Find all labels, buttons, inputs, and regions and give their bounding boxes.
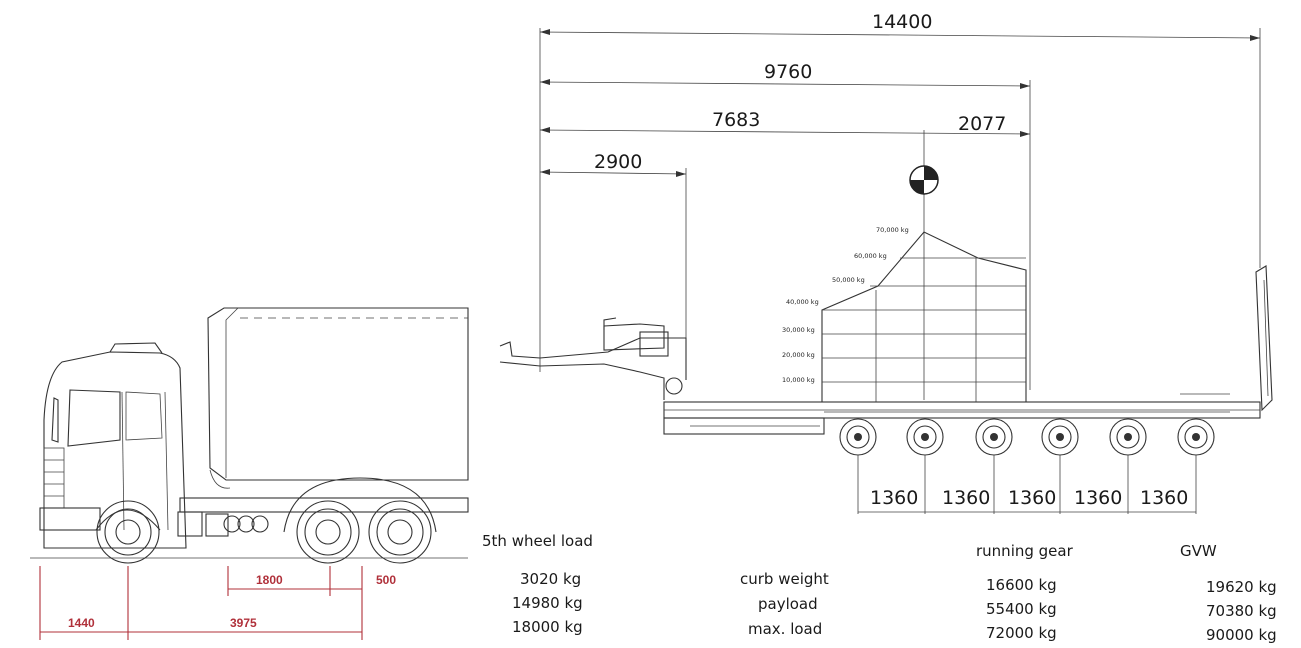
gvw-header: GVW [1180, 542, 1217, 560]
dim-to-center-of-gravity: 9760 [764, 61, 812, 83]
axle-spacing-label: 1360 [942, 487, 990, 509]
load-scale-labels: 70,000 kg 60,000 kg 50,000 kg 40,000 kg … [782, 226, 909, 384]
dim-kingpin: 2900 [594, 151, 642, 173]
gvw-value: 70380 kg [1206, 602, 1277, 620]
axle-wheel [1109, 418, 1147, 456]
running-gear-value: 72000 kg [986, 624, 1057, 642]
fifth-wheel-value: 14980 kg [512, 594, 583, 612]
load-scale-label: 70,000 kg [876, 226, 909, 234]
tractor-dimensions: 1800 500 1440 3975 [39, 566, 396, 640]
dim-1440: 1440 [68, 616, 95, 630]
dim-1800: 1800 [256, 573, 283, 587]
dim-500: 500 [376, 573, 396, 587]
row-label: max. load [748, 620, 822, 638]
row-label: payload [758, 595, 818, 613]
axle-spacing-label: 1360 [870, 487, 918, 509]
axle-spacing-label: 1360 [1074, 487, 1122, 509]
axle-spacing-dimension: 1360 1360 1360 1360 1360 [857, 455, 1197, 514]
dim-front-section: 7683 [712, 109, 760, 131]
fifth-wheel-value: 3020 kg [520, 570, 581, 588]
dim-3975: 3975 [230, 616, 257, 630]
load-scale-label: 60,000 kg [854, 252, 887, 260]
lowbed-trailer-drawing [499, 265, 1273, 456]
fifth-wheel-header: 5th wheel load [482, 532, 593, 550]
load-scale-label: 10,000 kg [782, 376, 815, 384]
axle-wheel [906, 418, 944, 456]
weight-table: 5th wheel load 3020 kg 14980 kg 18000 kg… [482, 532, 1277, 644]
running-gear-header: running gear [976, 542, 1074, 560]
axle-wheel [1177, 418, 1215, 456]
axle-spacing-label: 1360 [1140, 487, 1188, 509]
running-gear-value: 16600 kg [986, 576, 1057, 594]
running-gear-value: 55400 kg [986, 600, 1057, 618]
load-scale-label: 50,000 kg [832, 276, 865, 284]
axle-spacing-label: 1360 [1008, 487, 1056, 509]
axle-wheel [975, 418, 1013, 456]
fifth-wheel-value: 18000 kg [512, 618, 583, 636]
row-label: curb weight [740, 570, 829, 588]
dim-cog-to-rear: 2077 [958, 113, 1006, 135]
load-scale-label: 20,000 kg [782, 351, 815, 359]
center-of-gravity-icon [909, 165, 939, 195]
axle-wheel [1041, 418, 1079, 456]
load-scale-label: 30,000 kg [782, 326, 815, 334]
axle-wheel [839, 418, 877, 456]
load-scale-label: 40,000 kg [786, 298, 819, 306]
gvw-value: 19620 kg [1206, 578, 1277, 596]
gvw-value: 90000 kg [1206, 626, 1277, 644]
trailer-dimension-lines [539, 28, 1261, 400]
tractor-unit-drawing [30, 307, 469, 564]
dim-overall-length: 14400 [872, 11, 932, 33]
load-distribution-grid [821, 231, 1027, 402]
